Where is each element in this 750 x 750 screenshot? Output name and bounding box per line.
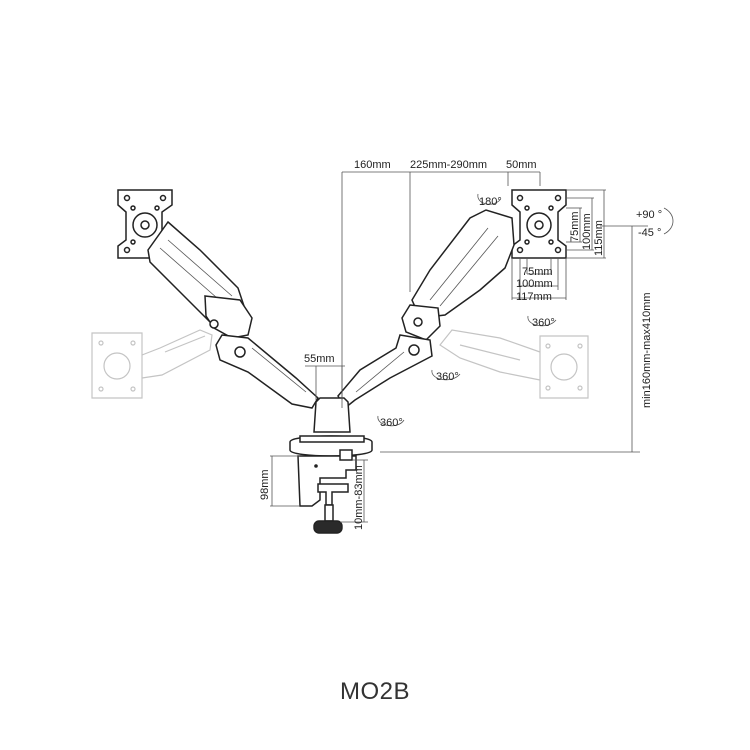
height-range-label: min160mm-max410mm <box>641 292 653 408</box>
arm-offset-label: 160mm <box>354 159 391 171</box>
desk-clamp <box>297 449 357 534</box>
clamp-range-label: 10mm-83mm <box>353 465 365 530</box>
swivel-arm-label: 360° <box>532 317 555 329</box>
swivel-base-label: 360° <box>380 417 403 429</box>
dimension-lines <box>270 171 648 523</box>
swivel-elbow-label: 360° <box>436 371 459 383</box>
tilt-down-label: -45 ° <box>638 227 661 239</box>
vesa-v-115-label: 115mm <box>593 220 605 256</box>
left-arm <box>147 220 319 409</box>
clamp-height-label: 98mm <box>259 469 271 500</box>
pole-width-label: 55mm <box>304 353 335 365</box>
rotation-arrows <box>377 193 674 427</box>
model-name: MO2B <box>339 678 410 705</box>
right-vesa-plate <box>511 189 567 259</box>
vesa-h-75-label: 75mm <box>522 266 553 278</box>
vesa-h-100-label: 100mm <box>516 278 553 290</box>
left-vesa-plate <box>117 189 173 259</box>
ghost-left-monitor <box>91 329 213 399</box>
vesa-h-117-label: 117mm <box>516 291 552 303</box>
tilt-up-label: +90 ° <box>636 209 662 221</box>
vesa-v-75-label: 75mm <box>569 211 581 242</box>
ghost-right-monitor <box>439 329 589 399</box>
right-arm <box>337 209 515 410</box>
tilt-offset-label: 50mm <box>506 159 537 171</box>
arm-reach-label: 225mm-290mm <box>410 159 487 171</box>
rotate-180-label: 180° <box>479 196 502 208</box>
vesa-v-100-label: 100mm <box>581 213 593 250</box>
